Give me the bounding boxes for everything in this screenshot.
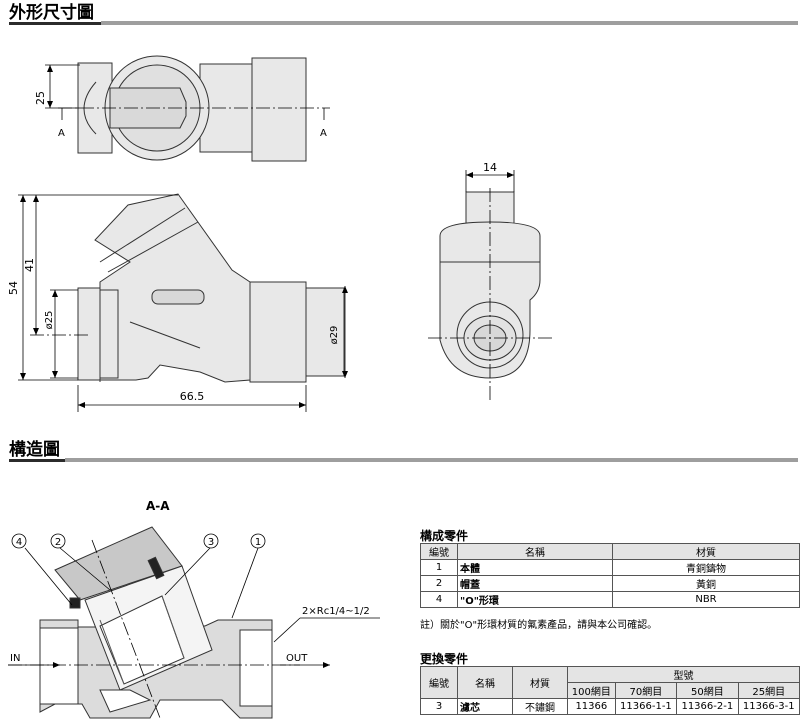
replacement-header-row: 編號 名稱 材質 型號 xyxy=(420,666,800,699)
mesh-70-header: 70網目 xyxy=(614,682,678,699)
mesh-50-header: 50網目 xyxy=(676,682,739,699)
mesh-25-header: 25網目 xyxy=(737,682,800,699)
components-note: 註）關於"O"形環材質的氟素產品，請與本公司確認。 xyxy=(420,620,658,631)
table-row: 3 濾芯 不鏽鋼 11366 11366-1-1 11366-2-1 11366… xyxy=(420,698,800,715)
row-material: NBR xyxy=(612,591,800,608)
table-row: 4 "O"形環 NBR xyxy=(420,591,800,608)
dim-25-top: 25 xyxy=(34,91,47,105)
out-label: OUT xyxy=(286,653,308,664)
table-row: 1 本體 青銅鑄物 xyxy=(420,559,800,576)
section-view-title: A-A xyxy=(146,499,170,513)
mesh-100-header: 100網目 xyxy=(567,682,616,699)
row-name: 濾芯 xyxy=(457,698,513,715)
section-view-lines xyxy=(8,539,380,719)
col-name-header: 名稱 xyxy=(457,543,613,560)
dim-66-5: 66.5 xyxy=(180,390,205,403)
top-view xyxy=(77,55,307,162)
row-name: "O"形環 xyxy=(457,591,613,608)
col-no-header: 編號 xyxy=(420,543,458,560)
row-material: 黃銅 xyxy=(612,575,800,592)
row-material: 青銅鑄物 xyxy=(612,559,800,576)
side-view-dims xyxy=(428,170,552,400)
callout-1-label: 1 xyxy=(255,537,261,548)
row-name: 本體 xyxy=(457,559,613,576)
callouts xyxy=(11,533,266,549)
row-no: 3 xyxy=(420,698,458,715)
in-label: IN xyxy=(10,653,20,664)
components-header-row: 編號 名稱 材質 xyxy=(420,543,800,560)
replacement-table: 編號 名稱 材質 型號 100網目 70網目 50網目 25網目 3 濾芯 不鏽… xyxy=(420,666,800,715)
components-table: 編號 名稱 材質 1 本體 青銅鑄物 2 帽蓋 黃銅 4 "O"形環 NBR xyxy=(420,543,800,608)
dim-phi29: ø29 xyxy=(329,326,340,345)
dim-14: 14 xyxy=(483,161,497,174)
row-no: 1 xyxy=(420,559,458,576)
callout-1 xyxy=(250,533,266,549)
components-title: 構成零件 xyxy=(420,529,469,543)
structure-section-rule xyxy=(65,458,798,462)
top-view-dims xyxy=(45,64,330,120)
section-view xyxy=(39,526,273,719)
section-mark-left: A xyxy=(58,128,65,139)
row-no: 2 xyxy=(420,575,458,592)
outline-section-rule xyxy=(101,21,798,25)
model-70: 11366-1-1 xyxy=(614,698,678,715)
callout-4 xyxy=(11,533,27,549)
replacement-subheader-row: 100網目 70網目 50網目 25網目 xyxy=(421,682,800,699)
dim-phi25: ø25 xyxy=(44,311,55,330)
callout-3-label: 3 xyxy=(208,537,214,548)
callout-3 xyxy=(203,533,219,549)
dim-41: 41 xyxy=(23,258,36,272)
model-25: 11366-3-1 xyxy=(737,698,800,715)
side-view xyxy=(439,191,541,379)
front-view-dims xyxy=(18,194,348,412)
structure-title-underline xyxy=(9,459,65,462)
dim-54: 54 xyxy=(7,281,20,295)
callout-2-label: 2 xyxy=(55,537,61,548)
outline-title-underline xyxy=(9,22,101,25)
col-material-header: 材質 xyxy=(612,543,800,560)
front-view xyxy=(77,193,345,383)
col-model-header: 型號 xyxy=(567,666,800,683)
model-50: 11366-2-1 xyxy=(676,698,739,715)
col-material-header: 材質 xyxy=(512,666,568,699)
model-100: 11366 xyxy=(567,698,616,715)
outline-section-title: 外形尺寸圖 xyxy=(9,3,94,23)
row-material: 不鏽鋼 xyxy=(512,698,568,715)
col-name-header: 名稱 xyxy=(457,666,513,699)
row-no: 4 xyxy=(420,591,458,608)
port-label: 2×Rc1/4~1/2 xyxy=(302,606,370,617)
col-no-header: 編號 xyxy=(420,666,458,699)
structure-section-title: 構造圖 xyxy=(9,440,60,460)
table-row: 2 帽蓋 黃銅 xyxy=(420,575,800,592)
section-mark-right: A xyxy=(320,128,327,139)
callout-4-label: 4 xyxy=(16,537,22,548)
replacement-title: 更換零件 xyxy=(420,652,469,666)
row-name: 帽蓋 xyxy=(457,575,613,592)
callout-2 xyxy=(50,533,66,549)
